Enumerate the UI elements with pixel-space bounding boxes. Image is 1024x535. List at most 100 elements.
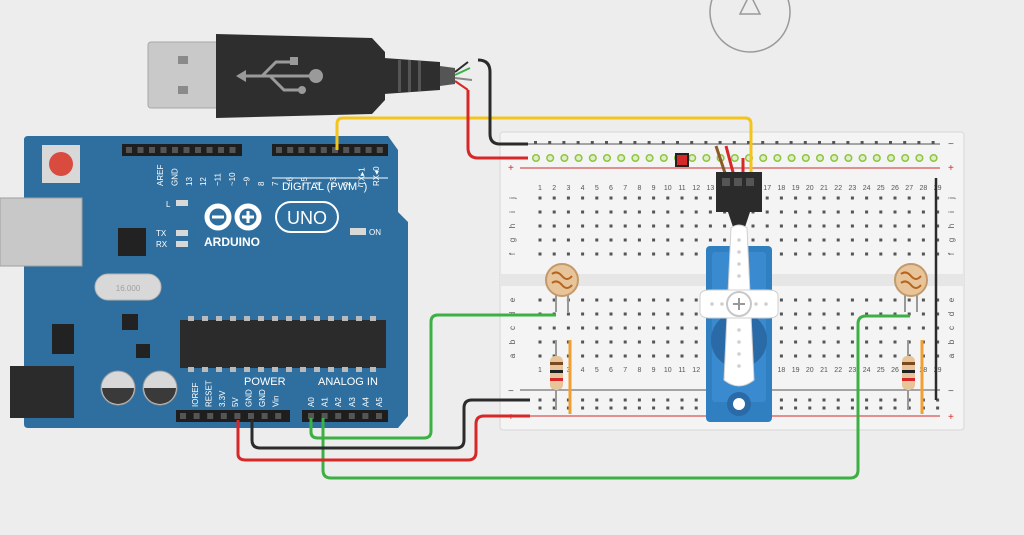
column-label-top: 3	[566, 185, 570, 192]
power-pin-label: GND	[245, 389, 254, 407]
photoresistor-left-icon	[545, 263, 579, 312]
row-label: f	[947, 252, 956, 255]
column-label-bottom: 21	[820, 367, 828, 374]
digital-pin-label: 13	[185, 177, 194, 186]
column-label-top: 5	[595, 185, 599, 192]
column-label-top: 8	[637, 185, 641, 192]
row-label: c	[947, 326, 956, 330]
led-rx-label: RX	[156, 240, 168, 249]
analog-pin-label: A1	[321, 397, 330, 407]
black-wire-gnd	[250, 398, 530, 450]
column-label-top: 26	[891, 185, 899, 192]
photoresistor-right-icon	[894, 263, 928, 312]
row-label: h	[947, 224, 956, 228]
column-label-top: 29	[934, 185, 942, 192]
analog-pin-label: A5	[375, 397, 384, 407]
analog-header-label: ANALOG IN	[318, 376, 378, 388]
row-label: e	[508, 297, 517, 302]
power-pin-label: RESET	[204, 380, 213, 407]
column-label-bottom: 18	[778, 367, 786, 374]
row-label: f	[508, 252, 517, 255]
column-label-bottom: 11	[678, 367, 685, 374]
rail-plus-bottom-right: +	[948, 412, 954, 423]
column-label-top: 24	[863, 185, 871, 192]
analog-pin-label: A2	[334, 397, 343, 407]
led-on-label: ON	[369, 228, 381, 237]
column-label-top: 25	[877, 185, 885, 192]
digital-pin-label: RX◂0	[372, 166, 381, 186]
yellow-wire	[335, 116, 753, 176]
green-wire-a1	[321, 314, 910, 480]
column-label-bottom: 4	[581, 367, 585, 374]
column-label-bottom: 10	[664, 367, 672, 374]
column-label-bottom: 24	[863, 367, 871, 374]
rail-minus-top-right: −	[948, 139, 954, 150]
row-label: c	[508, 326, 517, 330]
red-wire-usb	[466, 90, 528, 160]
digital-pin-label: ~5	[300, 176, 309, 186]
column-label-top: 20	[806, 185, 814, 192]
row-label: g	[508, 238, 517, 242]
digital-pin-label: ~10	[228, 172, 237, 186]
digital-header-label: DIGITAL (PWM~)	[282, 181, 367, 193]
row-label: a	[508, 353, 517, 358]
arduino-uno-board: 16.000 L TX RX ON ARD	[0, 136, 408, 428]
power-pin-label: 3.3V	[218, 390, 227, 407]
digital-pin-label: TX▸1	[358, 167, 367, 186]
column-label-top: 27	[905, 185, 913, 192]
analog-pin-label: A0	[307, 397, 316, 407]
column-label-top: 13	[707, 185, 715, 192]
rail-minus-bottom-left: −	[508, 386, 514, 397]
power-pin-label: 5V	[231, 397, 240, 407]
column-label-top: 2	[552, 185, 556, 192]
row-label: b	[508, 339, 517, 344]
analog-pin-label: A4	[361, 397, 370, 407]
usb-cable-icon	[147, 34, 473, 118]
rail-minus-bottom-right: −	[948, 386, 954, 397]
column-label-top: 28	[920, 185, 928, 192]
row-label: g	[947, 238, 956, 242]
column-label-bottom: 20	[806, 367, 814, 374]
row-label: j	[508, 197, 517, 200]
column-label-top: 4	[581, 185, 585, 192]
column-label-bottom: 5	[595, 367, 599, 374]
power-pin-label: GND	[258, 389, 267, 407]
black-wire-usb	[477, 58, 528, 146]
column-label-top: 18	[778, 185, 786, 192]
digital-pin-label: ~9	[242, 176, 251, 186]
row-label: i	[508, 211, 517, 213]
column-label-bottom: 23	[849, 367, 857, 374]
red-wire-5v	[236, 414, 530, 462]
column-label-bottom: 26	[891, 367, 899, 374]
row-label: j	[947, 197, 956, 200]
column-label-bottom: 25	[877, 367, 885, 374]
power-pin-label: IOREF	[191, 382, 200, 407]
column-label-top: 10	[664, 185, 672, 192]
arduino-model: UNO	[287, 208, 327, 228]
column-label-bottom: 12	[692, 367, 700, 374]
digital-pin-label: 4	[314, 181, 323, 186]
digital-pin-label: ~3	[329, 176, 338, 186]
column-label-top: 6	[609, 185, 613, 192]
compass-icon	[709, 0, 791, 53]
row-label: i	[947, 211, 956, 213]
led-l-label: L	[166, 200, 171, 209]
resistor-right-icon	[902, 340, 924, 414]
column-label-top: 19	[792, 185, 800, 192]
row-label: h	[508, 224, 517, 228]
column-label-bottom: 8	[637, 367, 641, 374]
wires	[236, 58, 938, 480]
column-label-bottom: 6	[609, 367, 613, 374]
column-label-top: 1	[538, 185, 542, 192]
rail-plus-top-left: +	[508, 163, 514, 174]
row-label: a	[947, 353, 956, 358]
column-label-top: 17	[763, 185, 771, 192]
resistor-left-icon	[550, 340, 572, 414]
digital-pin-label: ~6	[286, 176, 295, 186]
crystal-label: 16.000	[116, 284, 141, 293]
digital-pin-label: 7	[271, 181, 280, 186]
column-label-top: 21	[820, 185, 828, 192]
digital-pin-label: AREF	[156, 165, 165, 186]
green-wire-a0	[309, 313, 556, 440]
